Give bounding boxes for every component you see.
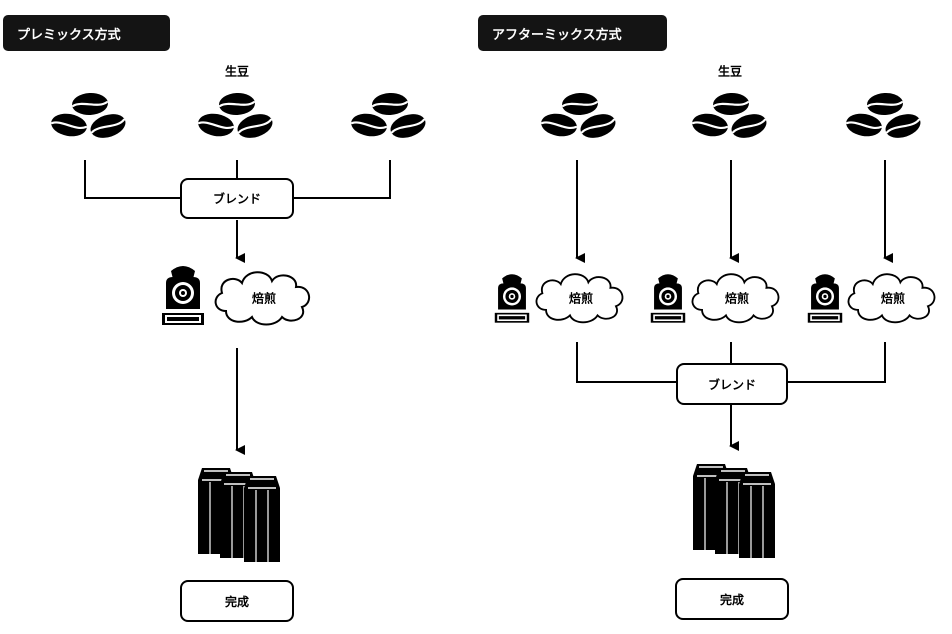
premix-green-beans-label: 生豆 xyxy=(224,64,250,79)
aftermix-roast-label-2: 焙煎 xyxy=(724,291,750,306)
aftermix-roast-label-1: 焙煎 xyxy=(568,291,594,306)
premix-done-box: 完成 xyxy=(180,580,294,622)
premix-connector-right xyxy=(294,160,391,199)
roaster-icon xyxy=(494,274,530,323)
coffee-bean-icon xyxy=(196,92,275,142)
premix-roast-label: 焙煎 xyxy=(251,291,277,306)
coffee-bean-icon xyxy=(844,92,923,142)
aftermix-roast-label-3: 焙煎 xyxy=(880,291,906,306)
premix-blend-box: ブレンド xyxy=(180,178,294,219)
aftermix-green-beans-label: 生豆 xyxy=(717,64,743,79)
coffee-bean-icon xyxy=(690,92,769,142)
premix-flow xyxy=(49,92,428,562)
aftermix-flow xyxy=(494,92,936,558)
roaster-icon xyxy=(162,266,204,325)
coffee-bean-icon xyxy=(49,92,128,142)
coffee-bag-icon xyxy=(198,468,280,562)
aftermix-connector-left xyxy=(576,342,676,383)
roaster-icon xyxy=(807,274,843,323)
coffee-bean-icon xyxy=(539,92,618,142)
premix-connector-left xyxy=(84,160,180,199)
aftermix-blend-box: ブレンド xyxy=(676,363,788,405)
aftermix-connector-right xyxy=(788,342,886,383)
aftermix-done-box: 完成 xyxy=(675,578,789,620)
premix-title: プレミックス方式 xyxy=(3,15,170,51)
roaster-icon xyxy=(650,274,686,323)
coffee-bag-icon xyxy=(693,464,775,558)
aftermix-title: アフターミックス方式 xyxy=(478,15,667,51)
coffee-bean-icon xyxy=(349,92,428,142)
